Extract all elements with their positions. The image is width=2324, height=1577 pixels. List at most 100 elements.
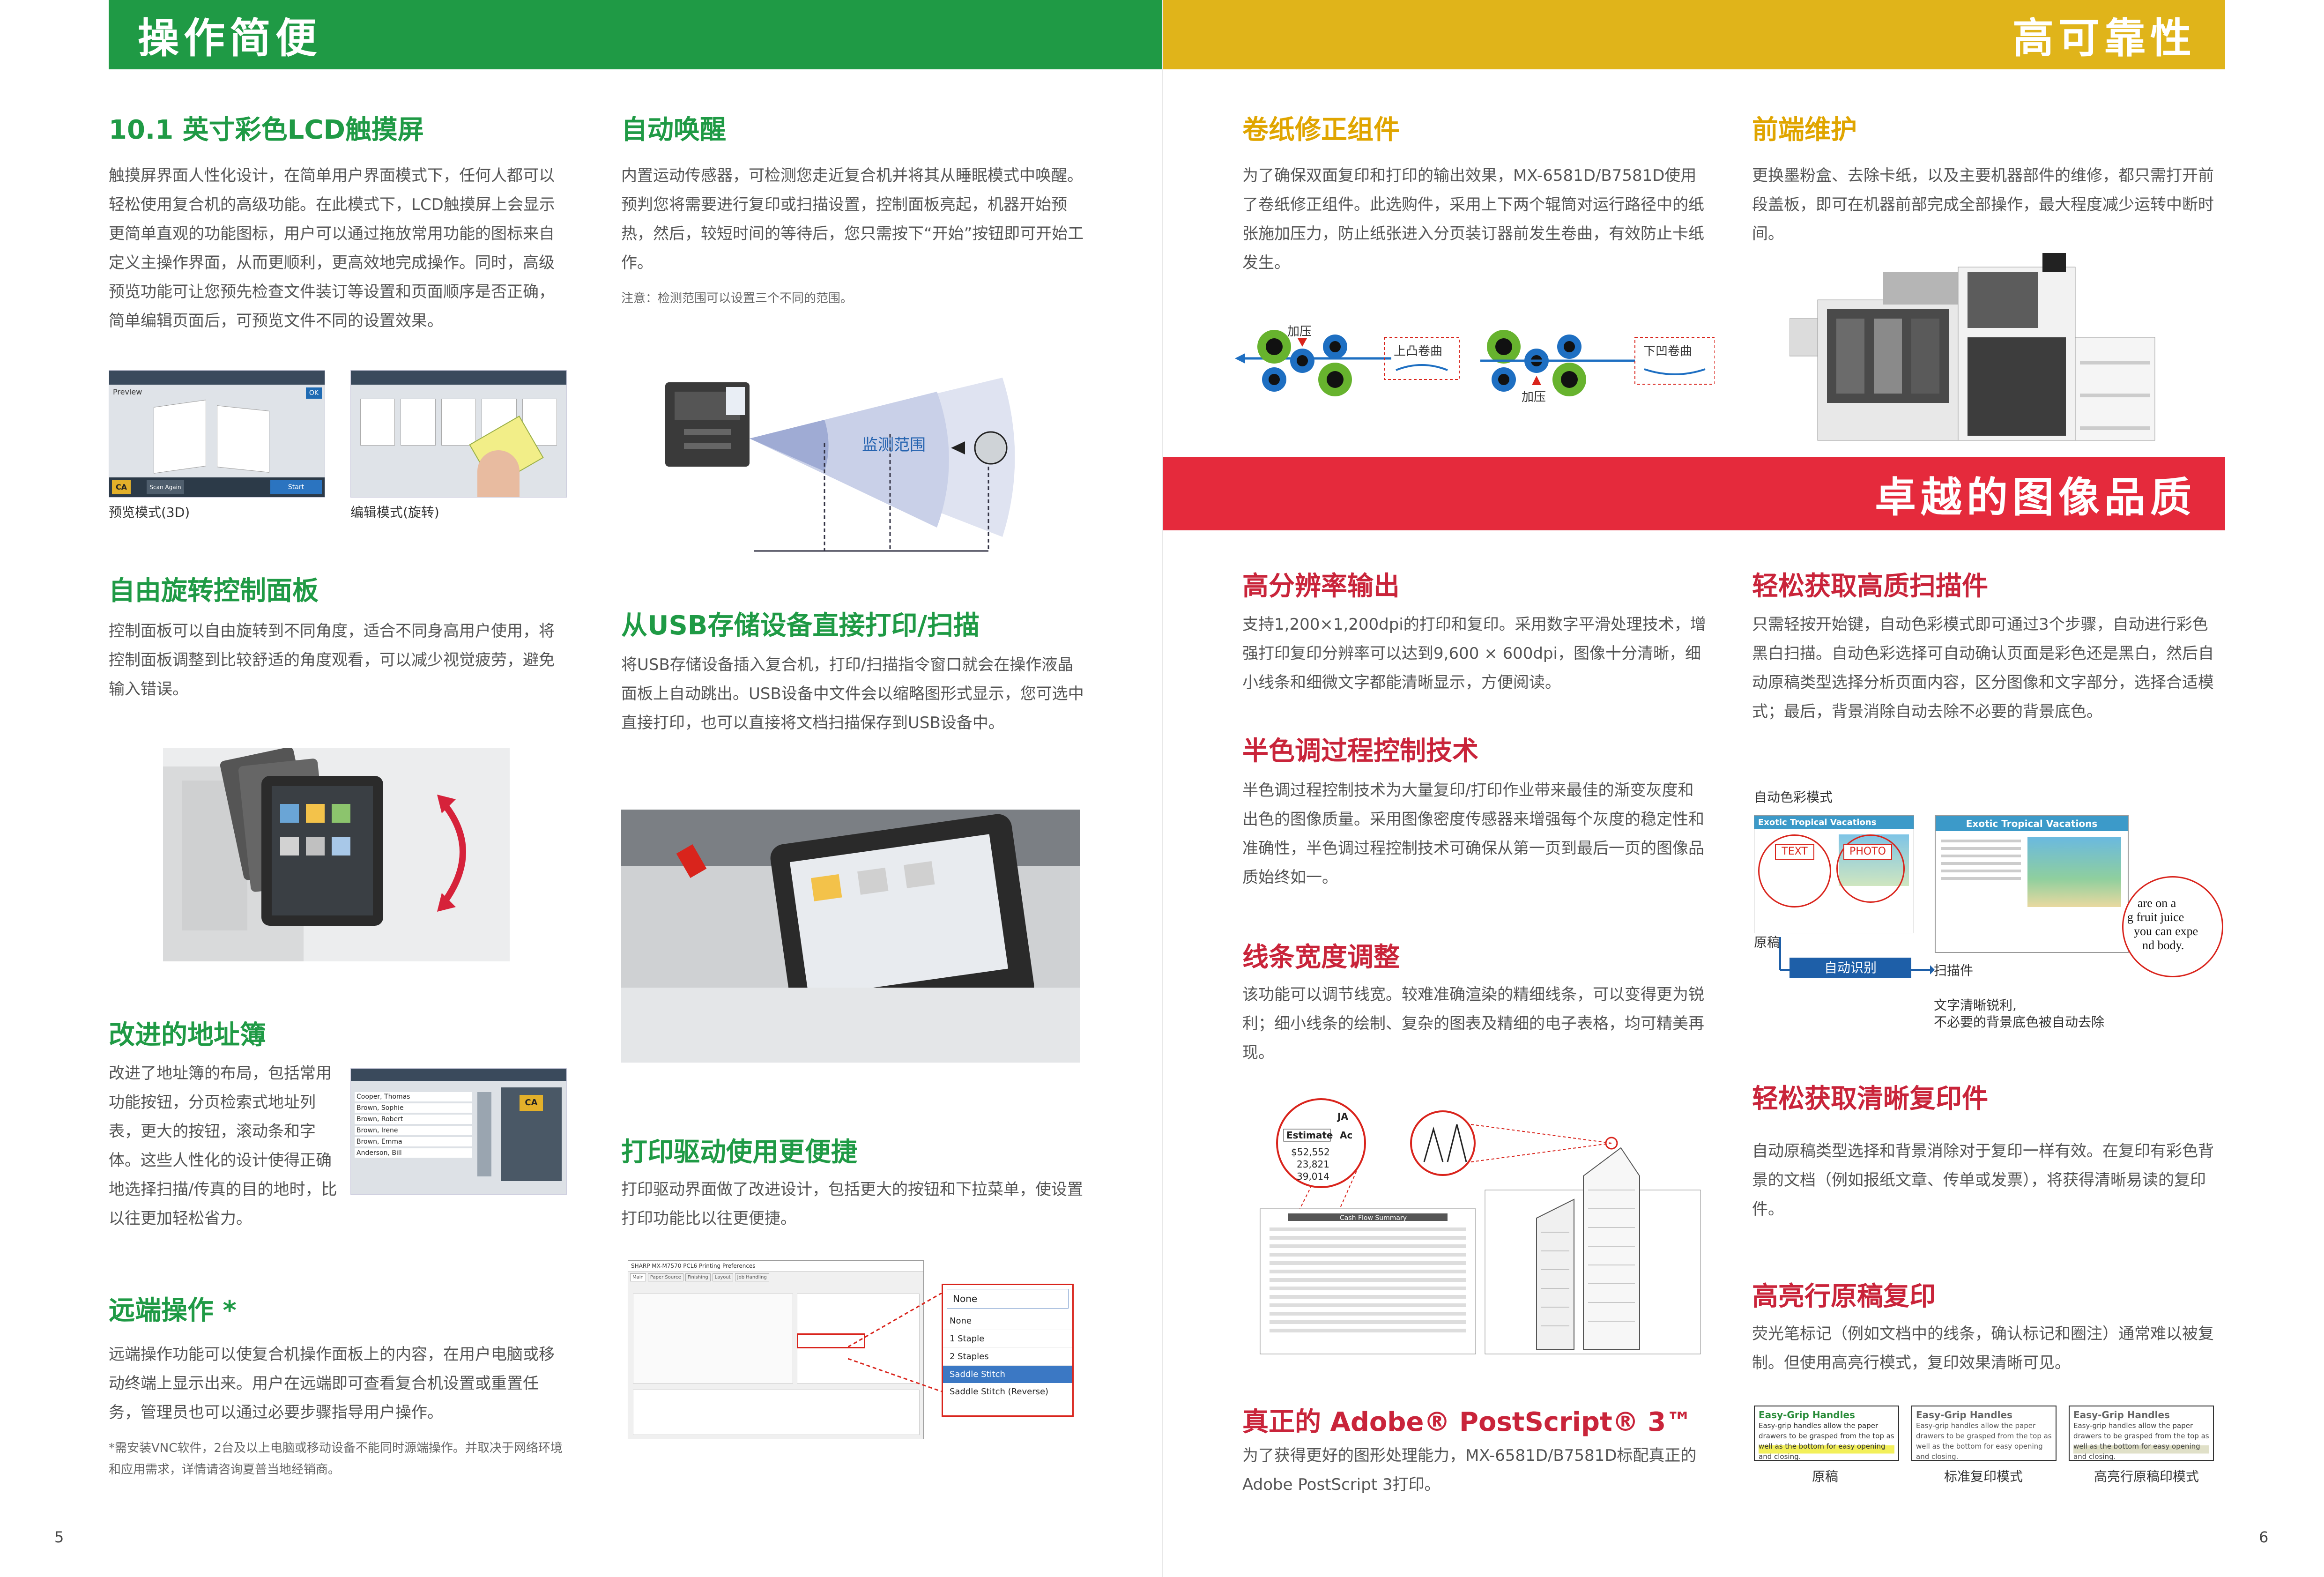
front-body: 更换墨粉盒、去除卡纸，以及主要机器部件的维修，都只需打开前段盖板，即可在机器前部…: [1752, 166, 2214, 243]
highlight-sample-highlight-mode: Easy-Grip Handles Easy-grip handles allo…: [2069, 1406, 2214, 1462]
driver-tab[interactable]: Main: [630, 1273, 646, 1281]
driver-settings-area: [633, 1294, 793, 1384]
highlight-sample-title: Easy-Grip Handles: [1916, 1409, 2012, 1421]
driver-bottom-area: [633, 1390, 920, 1435]
driver-option-highlighted[interactable]: Saddle Stitch: [943, 1366, 1072, 1383]
rotate-title: 自由旋转控制面板: [109, 576, 319, 606]
curl-title: 卷纸修正组件: [1242, 115, 1400, 145]
driver-tab[interactable]: Paper Source: [647, 1273, 683, 1281]
usb-panel-photo: [621, 810, 1080, 1063]
halftone-body: 半色调过程控制技术为大量复印/打印作业带来最佳的渐变灰度和出色的图像质量。采用图…: [1242, 781, 1704, 887]
preview-screen: Preview OK CA Scan Again Start: [109, 370, 325, 498]
preview-ok-button[interactable]: OK: [306, 387, 322, 399]
header-title-image-quality: 卓越的图像品质: [1874, 473, 2196, 521]
preview-ca-button[interactable]: CA: [112, 480, 131, 494]
curl-down-label: 下凹卷曲: [1643, 344, 1692, 358]
highlight-sample-text: Easy-grip handles allow the paper drawer…: [2073, 1421, 2209, 1462]
scan-result-doc: Exotic Tropical Vacations: [1935, 815, 2129, 953]
driver-title: 打印驱动使用更便捷: [621, 1137, 857, 1168]
highlight-sample-standard: Easy-Grip Handles Easy-grip handles allo…: [1911, 1406, 2057, 1461]
driver-dropdown-selected[interactable]: None: [947, 1289, 1069, 1309]
driver-window: SHARP MX-M7570 PCL6 Printing Preferences…: [628, 1260, 924, 1439]
line-value: $52,552: [1291, 1146, 1330, 1158]
wake-note: 注意：检测范围可以设置三个不同的范围。: [621, 291, 853, 305]
driver-preview-area: [797, 1294, 920, 1384]
highlight-title: 高亮行原稿复印: [1752, 1281, 1936, 1312]
edit-screen: [350, 370, 567, 498]
edit-thumb-row: [360, 399, 557, 446]
address-entry[interactable]: Brown, Emma: [355, 1137, 472, 1146]
preview-scan-again-button[interactable]: Scan Again: [147, 480, 184, 494]
curl-up-label: 上凸卷曲: [1394, 344, 1442, 358]
scan-original-title: Exotic Tropical Vacations: [1754, 816, 1914, 829]
driver-tab-bar: Main Paper Source Finishing Layout Job H…: [628, 1272, 923, 1283]
driver-option[interactable]: None: [943, 1312, 1072, 1330]
sensor-label: 监测范围: [862, 436, 926, 454]
line-svg: Estimate JA Ac $52,552 23,821 39,014 Cas…: [1260, 1098, 1701, 1354]
hires-title: 高分辨率输出: [1242, 571, 1400, 602]
scan-zoom-line: you can expe: [2134, 924, 2198, 938]
preview-header: Preview: [113, 387, 142, 396]
driver-tab[interactable]: Finishing: [685, 1273, 711, 1281]
lcd-title: 10.1 英寸彩色LCD触摸屏: [109, 115, 424, 145]
address-entry[interactable]: Brown, Irene: [355, 1126, 472, 1135]
scan-zoom-line: nd body.: [2142, 938, 2184, 952]
front-machine-svg: [1789, 253, 2155, 441]
scan-result-photo: [2027, 837, 2121, 907]
address-entry[interactable]: Brown, Sophie: [355, 1103, 472, 1113]
curl-body: 为了确保双面复印和打印的输出效果，MX-6581D/B7581D使用了卷纸修正组…: [1242, 166, 1704, 272]
address-entry[interactable]: Cooper, Thomas: [355, 1092, 472, 1101]
scan-original-caption: 原稿: [1754, 935, 1781, 950]
postscript-title: 真正的 Adobe® PostScript® 3™: [1242, 1407, 1693, 1437]
line-col-ac: Ac: [1340, 1130, 1352, 1141]
driver-window-title: SHARP MX-M7570 PCL6 Printing Preferences: [628, 1261, 923, 1272]
lcd-body: 触摸屏界面人性化设计，在简单用户界面模式下，任何人都可以轻松使用复合机的高级功能…: [109, 166, 555, 330]
usb-body: 将USB存储设备插入复合机，打印/扫描指令窗口就会在操作液晶面板上自动跳出。US…: [621, 655, 1084, 732]
edit-caption: 编辑模式(旋转): [350, 505, 439, 520]
address-body: 改进了地址簿的布局，包括常用功能按钮，分页检索式地址列表，更大的按钮，滚动条和字…: [109, 1064, 337, 1228]
copy-body: 自动原稿类型选择和背景消除对于复印一样有效。在复印有彩色背景的文档（例如报纸文章…: [1752, 1142, 2214, 1219]
driver-staple-highlight: [797, 1333, 865, 1348]
header-band-left: 操作简便: [109, 0, 1163, 69]
driver-tab[interactable]: Layout: [712, 1273, 733, 1281]
sensor-diagram: 监测范围: [656, 331, 1031, 560]
scan-body: 只需轻按开始键，自动色彩模式即可通过3个步骤，自动进行彩色黑白扫描。自动色彩选择…: [1752, 615, 2214, 721]
address-scrollbar[interactable]: [477, 1092, 491, 1176]
preview-caption: 预览模式(3D): [109, 505, 190, 520]
preview-start-button[interactable]: Start: [270, 480, 322, 494]
rotating-panel-svg: [163, 748, 466, 961]
header-band-right: 高可靠性: [1163, 0, 2225, 69]
wake-title: 自动唤醒: [621, 115, 726, 145]
header-title-left: 操作简便: [138, 14, 322, 62]
remote-title: 远端操作 *: [109, 1295, 237, 1326]
driver-tab[interactable]: Job Handling: [735, 1273, 769, 1281]
address-entry[interactable]: Brown, Robert: [355, 1115, 472, 1124]
scan-zoom-line: g fruit juice: [2127, 910, 2184, 924]
usb-panel-svg: [621, 810, 1080, 1063]
highlight-sample-title: Easy-Grip Handles: [2073, 1409, 2170, 1421]
line-body: 该功能可以调节线宽。较难准确渲染的精细线条，可以变得更为锐利；细小线条的绘制、复…: [1242, 985, 1704, 1062]
driver-body: 打印驱动界面做了改进设计，包括更大的按钮和下拉菜单，使设置打印功能比以往更便捷。: [621, 1180, 1083, 1228]
postscript-body: 为了获得更好的图形处理能力，MX-6581D/B7581D标配真正的Adobe …: [1242, 1446, 1697, 1494]
rotating-panel-photo: [163, 748, 510, 961]
address-title: 改进的地址簿: [109, 1020, 266, 1050]
driver-option[interactable]: 1 Staple: [943, 1330, 1072, 1348]
scan-zoom-line: are on a: [2138, 896, 2176, 910]
driver-pointer-lines: [848, 1293, 942, 1392]
front-machine-photo: [1789, 244, 2164, 445]
scan-photo-circle: [1836, 834, 1905, 903]
scan-text-circle: [1758, 834, 1831, 908]
scan-result-note-2: 不必要的背景底色被自动去除: [1934, 1014, 2105, 1030]
page-number-right: 6: [2259, 1528, 2269, 1546]
driver-option[interactable]: 2 Staples: [943, 1348, 1072, 1366]
driver-option[interactable]: Saddle Stitch (Reverse): [950, 1387, 1049, 1397]
preview-page: [154, 400, 206, 474]
highlight-caption-highlight: 高亮行原稿印模式: [2094, 1469, 2199, 1484]
address-entry[interactable]: Anderson, Bill: [355, 1148, 472, 1158]
scan-photo-label: PHOTO: [1843, 844, 1892, 860]
header-band-image-quality: 卓越的图像品质: [1163, 457, 2225, 530]
preview-page-2: [217, 405, 269, 473]
remote-note: *需安装VNC软件，2台及以上电脑或移动设备不能同时源端操作。并取决于网络环境和…: [109, 1441, 563, 1477]
address-ca-button[interactable]: CA: [520, 1095, 543, 1111]
line-value: 39,014: [1297, 1171, 1329, 1182]
